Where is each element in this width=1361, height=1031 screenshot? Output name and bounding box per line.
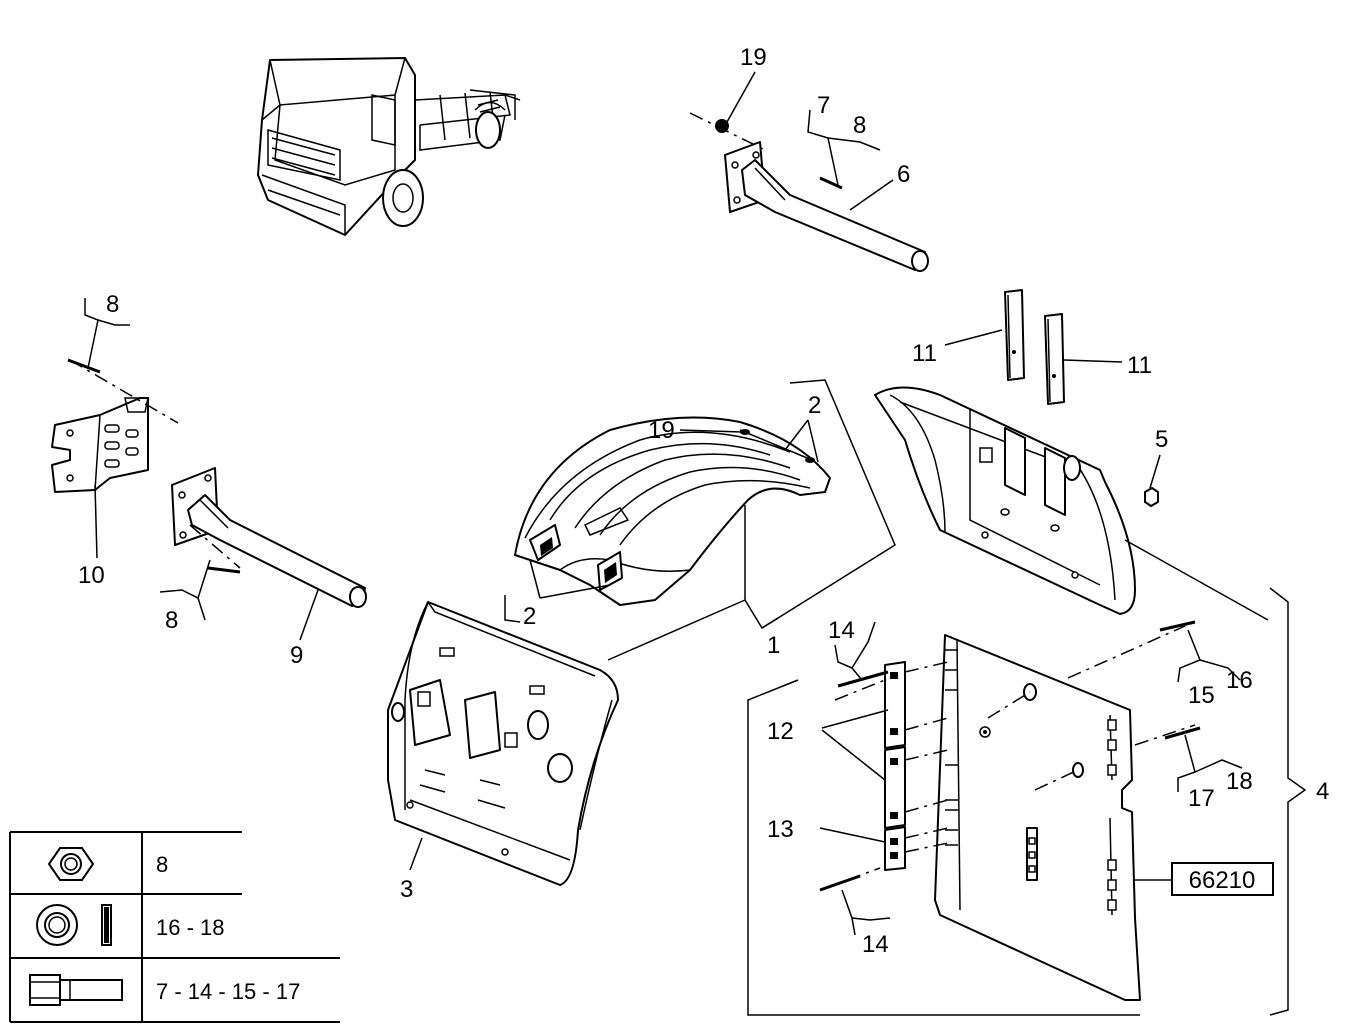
callout-7: 7 [817,92,830,119]
callout-1: 1 [767,632,780,659]
reference-number: 66210 [1189,867,1256,894]
fastener-legend: 8 16 - 18 7 - 14 - 15 - 17 [9,831,340,1023]
callout-8: 8 [106,291,119,318]
reference-box: 66210 [1171,862,1274,896]
mounting-bracket [51,359,179,493]
legend-parts-washer: 16 - 18 [156,915,225,940]
mounting-strip [884,661,906,871]
callout-labels: 19 7 8 6 8 10 8 9 2 19 2 1 3 11 11 5 4 1… [78,44,1329,958]
hex-nut-icon [47,847,95,881]
mudguard-rear-panel [874,386,1136,615]
callout-5: 5 [1155,426,1168,453]
callout-3: 3 [400,876,413,903]
callout-15: 15 [1188,682,1215,709]
mudguard-front-section [387,601,619,886]
callout-11: 11 [912,340,937,367]
callout-8: 8 [853,112,866,139]
mud-flap-panel [934,634,1141,1001]
lower-support-arm [171,467,367,608]
upper-support-arm [689,112,929,272]
callout-2: 2 [808,392,821,419]
leader-lines [67,71,1307,1016]
callout-4: 4 [1316,778,1329,805]
callout-14: 14 [862,931,889,958]
callout-12: 12 [767,718,794,745]
callout-16: 16 [1226,667,1253,694]
nut-fastener [1144,487,1159,507]
callout-18: 18 [1226,768,1253,795]
callout-19: 19 [740,44,767,71]
callout-8: 8 [165,607,178,634]
callout-6: 6 [897,161,910,188]
washer-and-pin-icon [36,904,112,946]
retaining-clip [1004,289,1065,405]
callout-14: 14 [828,617,855,644]
callout-9: 9 [290,642,303,669]
truck-locator-icon [257,57,521,236]
bolt-icon [29,974,123,1006]
callout-11: 11 [1127,352,1152,379]
mudguard-upper-shell [514,416,831,606]
callout-2: 2 [523,603,536,630]
legend-parts-bolt: 7 - 14 - 15 - 17 [156,979,300,1004]
callout-17: 17 [1188,785,1215,812]
callout-13: 13 [767,816,794,843]
callout-19: 19 [648,417,675,444]
legend-parts-nut: 8 [156,852,168,877]
callout-10: 10 [78,562,105,589]
